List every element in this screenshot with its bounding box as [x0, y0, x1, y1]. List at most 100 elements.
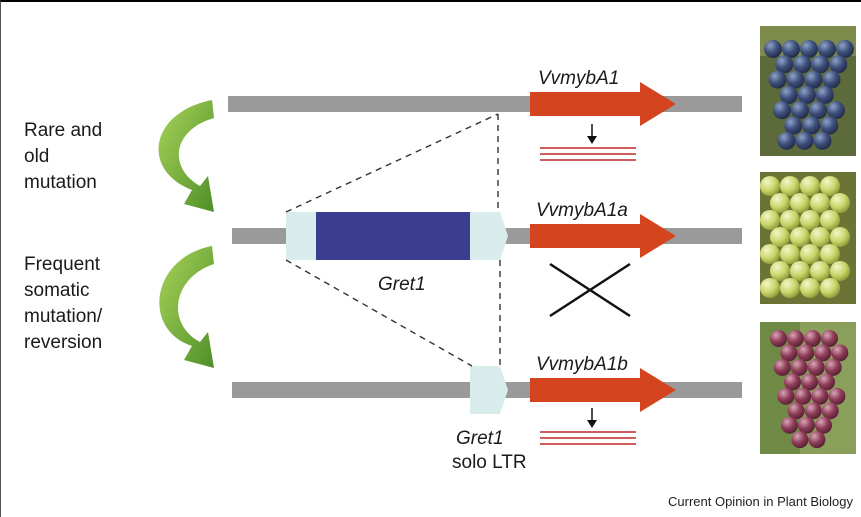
grape-berry: [821, 402, 839, 420]
gene-label-vvmyba1a: VvmybA1a: [536, 200, 628, 221]
grape-berry: [782, 40, 800, 58]
grape-berry: [810, 261, 830, 281]
grape-berry: [807, 358, 825, 376]
grape-berry: [760, 278, 780, 298]
grape-berry: [822, 70, 841, 89]
grape-berry: [791, 101, 809, 120]
grape-berry: [775, 55, 794, 74]
grape-berry: [804, 330, 821, 347]
grape-berry: [790, 227, 810, 247]
grape-berry: [810, 227, 830, 247]
grape-berry: [836, 40, 854, 58]
curved-arrow-icon: [159, 246, 214, 368]
grape-berry: [800, 176, 820, 196]
grape-berry: [777, 387, 795, 405]
grape-berry: [831, 344, 849, 362]
grape-berry: [804, 402, 822, 420]
grape-berry: [797, 344, 815, 362]
white-grape-photo: [760, 172, 856, 304]
gene-arrow: [530, 82, 676, 126]
grape-berry: [784, 373, 801, 391]
grape-berry: [810, 193, 830, 213]
grape-berry: [800, 210, 820, 230]
grape-berry: [809, 101, 827, 120]
grape-berry: [779, 85, 798, 104]
solo-ltr-label: solo LTR: [452, 452, 527, 473]
ltr-right: [470, 212, 508, 260]
grape-berry: [793, 55, 812, 74]
grape-berry: [801, 373, 818, 391]
grape-berry: [808, 431, 826, 449]
grape-berry: [790, 358, 808, 376]
grape-berry: [824, 358, 842, 376]
grape-berry: [800, 40, 818, 58]
grape-berry: [790, 261, 810, 281]
grape-berry: [811, 55, 830, 74]
grape-berry: [791, 431, 809, 449]
grape-berry: [781, 416, 798, 434]
grape-berry: [760, 176, 780, 196]
grape-berry: [811, 387, 829, 405]
transcript-bottom: [540, 408, 636, 445]
grape-berry: [814, 344, 832, 362]
grape-berry: [821, 330, 838, 347]
grape-berry: [784, 116, 803, 135]
grape-berry: [830, 227, 850, 247]
grape-berry: [820, 244, 840, 264]
grape-berry: [800, 278, 820, 298]
grape-berry: [786, 70, 805, 89]
grape-berry: [760, 210, 780, 230]
grape-berry: [829, 55, 848, 74]
grape-berry: [770, 193, 790, 213]
grape-berry: [828, 387, 846, 405]
grape-berry: [787, 402, 805, 420]
gene-label-vvmyba1: VvmybA1: [538, 68, 620, 89]
curved-arrow-icon: [158, 100, 214, 212]
grape-berry: [770, 261, 790, 281]
grape-berry: [804, 70, 823, 89]
grape-berry: [827, 101, 845, 120]
grape-berry: [780, 344, 798, 362]
solo-ltr: [470, 366, 508, 414]
grape-berry: [798, 416, 815, 434]
transcript-top: [540, 124, 636, 161]
gene-arrow: [530, 368, 676, 412]
rare-mutation-label: Rare and old mutation: [24, 120, 103, 193]
grape-berry: [790, 193, 810, 213]
gret1-retrotransposon: [316, 212, 470, 260]
grape-berry: [780, 176, 800, 196]
grape-berry: [830, 261, 850, 281]
grape-berry: [780, 244, 800, 264]
grape-berry: [813, 131, 832, 150]
grape-berry: [760, 244, 780, 264]
grape-berry: [770, 330, 787, 347]
grape-berry: [773, 358, 791, 376]
no-transcription-cross: [549, 262, 631, 318]
grape-berry: [780, 278, 800, 298]
grape-berry: [830, 193, 850, 213]
grape-berry: [770, 227, 790, 247]
grape-berry: [787, 330, 804, 347]
grape-berry: [820, 210, 840, 230]
grape-berry: [797, 85, 816, 104]
grape-berry: [820, 278, 840, 298]
grape-berry: [820, 176, 840, 196]
grape-berry: [780, 210, 800, 230]
grape-berry: [777, 131, 796, 150]
gret1-label: Gret1: [378, 274, 426, 295]
gret1-solo-label: Gret1: [456, 428, 504, 449]
black-grape-photo: [760, 26, 856, 156]
grape-berry: [768, 70, 787, 89]
grape-berry: [800, 244, 820, 264]
grape-berry: [820, 116, 839, 135]
frequent-mutation-label: Frequent somatic mutation/ reversion: [24, 254, 103, 353]
grape-berry: [815, 85, 834, 104]
credit-line: Current Opinion in Plant Biology: [668, 494, 853, 509]
grape-berry: [773, 101, 791, 120]
dashed-guide: [285, 113, 499, 213]
gene-label-vvmyba1b: VvmybA1b: [536, 354, 628, 375]
grape-berry: [818, 373, 835, 391]
red-grape-photo: [760, 322, 856, 454]
